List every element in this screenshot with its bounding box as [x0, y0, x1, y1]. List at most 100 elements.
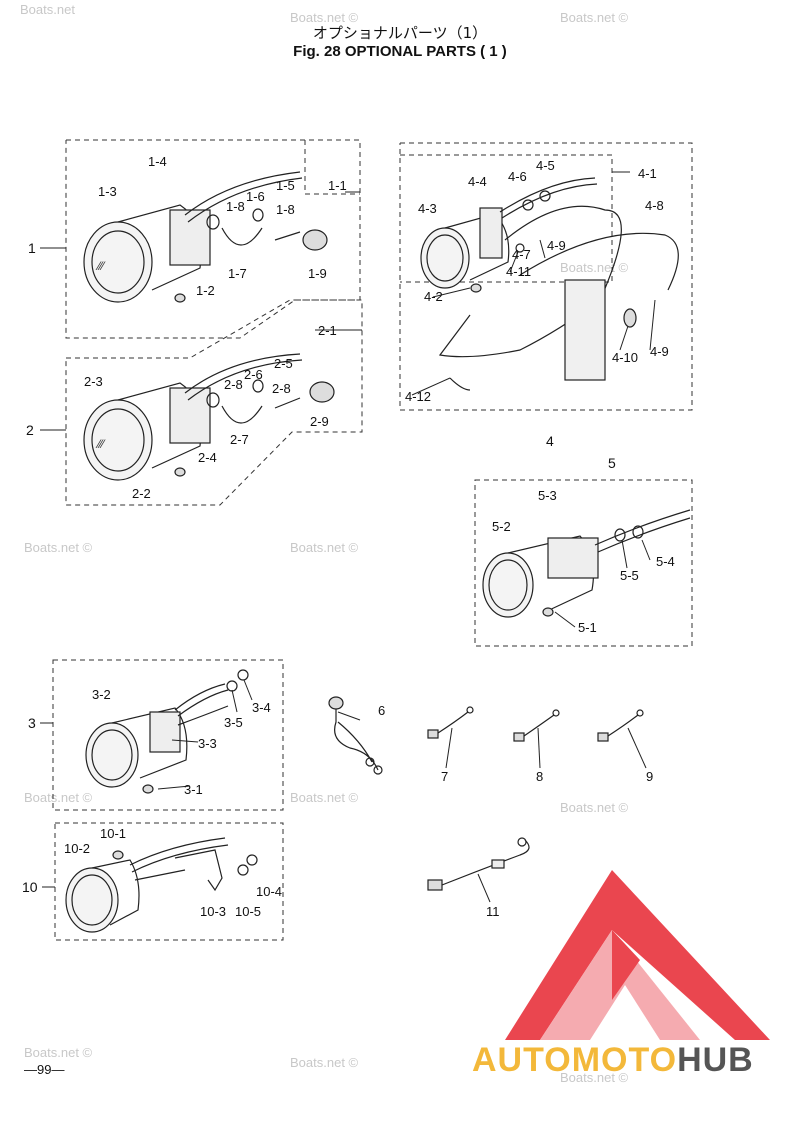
watermark-text: Boats.net ©: [290, 540, 359, 555]
callout-label: 3-5: [224, 715, 243, 730]
group-5-box: [474, 479, 693, 647]
callout-label: 4-5: [536, 158, 555, 173]
group-10-box: [54, 822, 284, 941]
watermark-text: Boats.net ©: [24, 540, 93, 555]
callout-label: 2-7: [230, 432, 249, 447]
leader-lines: [40, 171, 656, 903]
automotohub-logo: [505, 870, 770, 1040]
callout-label: 1-7: [228, 266, 247, 281]
group-boxes: [52, 139, 693, 941]
brand-part-2: HUB: [677, 1041, 754, 1079]
callout-label: 2-8: [224, 377, 243, 392]
group-number-1: 1: [28, 240, 36, 256]
gauge-assembly-1: ⁄⁄⁄: [83, 171, 328, 303]
callout-label: 4-7: [512, 247, 531, 262]
page-number: —99—: [24, 1062, 65, 1077]
group-number-5: 5: [608, 455, 616, 471]
callout-label: 10-3: [200, 904, 226, 919]
callout-label: 1-5: [276, 178, 295, 193]
callout-label: 4-9: [650, 344, 669, 359]
group-1-subbox: [304, 140, 360, 195]
gauge-assembly-3: [85, 669, 249, 794]
harness-8: [513, 709, 560, 742]
callout-label: 2-9: [310, 414, 329, 429]
callout-label: 10-2: [64, 841, 90, 856]
callout-label: 4-10: [612, 350, 638, 365]
callout-label: 1-2: [196, 283, 215, 298]
callout-label: 2-6: [244, 367, 263, 382]
figure-title: Fig. 28 OPTIONAL PARTS ( 1 ): [293, 43, 507, 60]
harness-6: [328, 696, 383, 775]
watermark-text: Boats.net: [20, 2, 75, 17]
gauge-assembly-10: [65, 837, 258, 933]
gauge-assembly-5: [482, 509, 691, 618]
callout-label: 4-9: [547, 238, 566, 253]
group-number-4: 4: [546, 433, 554, 449]
gauge-assembly-4: [420, 177, 679, 391]
callout-label: 5-2: [492, 519, 511, 534]
callout-label: 2-1: [318, 323, 337, 338]
group-numbers: 1 2 3 4 5 10: [22, 240, 616, 895]
callout-label: 4-4: [468, 174, 487, 189]
callout-label: 5-1: [578, 620, 597, 635]
callout-label: 4-1: [638, 166, 657, 181]
callout-label: 8: [536, 769, 543, 784]
figure-title-japanese: オプショナルパーツ（1）: [312, 24, 488, 42]
callout-label: 1-9: [308, 266, 327, 281]
callout-label: 1-1: [328, 178, 347, 193]
callout-label: 5-3: [538, 488, 557, 503]
harness-9: [597, 709, 644, 742]
watermark-text: Boats.net ©: [560, 1070, 629, 1085]
callout-labels: 1-4 1-3 1-5 1-6 1-8 1-8 1-1 1-7 1-9 1-2 …: [64, 154, 675, 919]
callout-label: 10-5: [235, 904, 261, 919]
watermark-text: Boats.net ©: [560, 10, 629, 25]
watermark-text: Boats.net ©: [560, 800, 629, 815]
callout-label: 3-1: [184, 782, 203, 797]
callout-label: 4-8: [645, 198, 664, 213]
group-2-box: [65, 299, 363, 506]
callout-label: 10-4: [256, 884, 282, 899]
callout-label: 2-8: [272, 381, 291, 396]
callout-label: 6: [378, 703, 385, 718]
callout-label: 10-1: [100, 826, 126, 841]
watermark-text: Boats.net ©: [290, 10, 359, 25]
brand-part-1: AUTOMOTO: [472, 1041, 678, 1079]
watermark-text: Boats.net ©: [24, 790, 93, 805]
watermark-text: Boats.net ©: [290, 790, 359, 805]
callout-label: 5-4: [656, 554, 675, 569]
watermark-text: Boats.net ©: [24, 1045, 93, 1060]
brand-wordmark: AUTOMOTOHUB: [472, 1041, 754, 1080]
callout-label: 9: [646, 769, 653, 784]
svg-text:⁄⁄⁄: ⁄⁄⁄: [95, 437, 106, 451]
watermark-text: Boats.net ©: [290, 1055, 359, 1070]
callout-label: 3-4: [252, 700, 271, 715]
group-number-2: 2: [26, 422, 34, 438]
harness-11: [427, 837, 530, 891]
callout-label: 4-12: [405, 389, 431, 404]
group-4-subbox: [400, 154, 613, 283]
callout-label: 5-5: [620, 568, 639, 583]
callout-label: 7: [441, 769, 448, 784]
callout-label: 2-4: [198, 450, 217, 465]
watermark-text: Boats.net ©: [560, 260, 629, 275]
callout-label: 3-2: [92, 687, 111, 702]
callout-label: 1-8: [276, 202, 295, 217]
harness-7: [427, 706, 474, 739]
callout-label: 11: [486, 904, 500, 919]
callout-label: 2-3: [84, 374, 103, 389]
group-number-3: 3: [28, 715, 36, 731]
callout-label: 4-3: [418, 201, 437, 216]
callout-label: 3-3: [198, 736, 217, 751]
group-1-box: [65, 139, 361, 339]
group-number-10: 10: [22, 879, 38, 895]
callout-label: 4-11: [506, 264, 531, 279]
callout-label: 4-2: [424, 289, 443, 304]
watermarks: Boats.net Boats.net © Boats.net © Boats.…: [20, 2, 629, 1085]
group-4-box: [399, 142, 693, 411]
gauge-assembly-2: ⁄⁄⁄: [83, 353, 335, 481]
callout-label: 1-3: [98, 184, 117, 199]
callout-label: 1-8: [226, 199, 245, 214]
callout-label: 1-4: [148, 154, 167, 169]
svg-text:⁄⁄⁄: ⁄⁄⁄: [95, 259, 106, 273]
